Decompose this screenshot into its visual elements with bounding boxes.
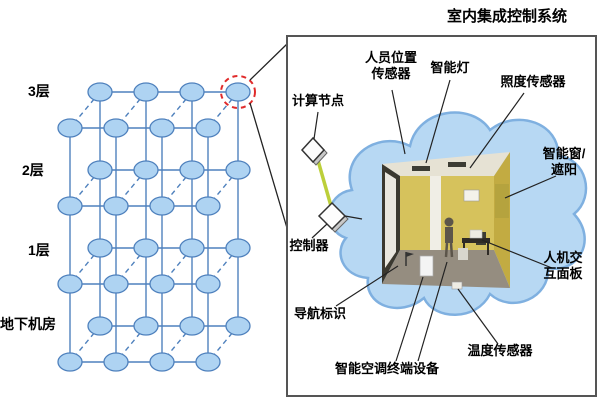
person-figure-head	[444, 217, 454, 227]
room-door	[385, 172, 396, 268]
grid-node	[57, 274, 83, 294]
grid-node	[149, 196, 175, 216]
person-figure-leg	[444, 242, 449, 258]
zoom-wedge-top	[249, 43, 288, 81]
light-sensor-device	[463, 189, 480, 202]
ac-terminal-device	[419, 255, 434, 277]
label-ac-terminal: 智能空调终端设备	[334, 361, 439, 376]
pointer-light-sensor	[469, 92, 525, 169]
pointer-person-sensor	[391, 89, 406, 155]
pointer-nav-sign	[335, 265, 399, 307]
label-smart-window-shade: 智能窗/ 遮阳	[542, 146, 586, 178]
person-figure-body	[445, 227, 453, 243]
grid-node	[179, 316, 205, 336]
grid-node	[225, 316, 251, 336]
pointer-compute-node	[313, 111, 319, 140]
grid-node	[57, 196, 83, 216]
grid-node	[57, 352, 83, 372]
pointer-smart-light	[425, 79, 451, 164]
smart-window-blinds	[495, 184, 509, 218]
controller-icon-face	[317, 201, 347, 231]
pointer-ac-terminal	[395, 276, 424, 362]
compute-node-icon	[300, 136, 328, 166]
grid-node	[133, 238, 159, 258]
pointer-hmi-panel	[481, 239, 553, 269]
selected-node-highlight	[220, 75, 256, 109]
compute-node-icon-face	[300, 136, 326, 164]
pointer-temp-sensor	[457, 288, 499, 345]
grid-node	[195, 274, 221, 294]
nav-sign-flag	[406, 252, 414, 257]
grid-node	[133, 316, 159, 336]
label-hmi-panel: 人机交 互面板	[543, 250, 583, 282]
desk-device	[469, 229, 483, 239]
person-figure-leg	[449, 242, 454, 258]
grid-node	[87, 82, 113, 102]
desk	[462, 238, 490, 243]
controller-icon	[317, 201, 349, 233]
grid-node	[195, 352, 221, 372]
room-floor	[382, 250, 510, 288]
grid-node	[149, 352, 175, 372]
grid-node	[103, 118, 129, 138]
grid-node	[179, 238, 205, 258]
building-node-lattice	[57, 82, 251, 372]
grid-node	[195, 196, 221, 216]
label-nav-sign: 导航标识	[293, 306, 346, 321]
grid-node	[57, 118, 83, 138]
grid-node	[133, 160, 159, 180]
grid-node	[179, 160, 205, 180]
grid-node	[103, 274, 129, 294]
chair	[458, 248, 468, 260]
grid-node	[87, 316, 113, 336]
grid-node	[103, 352, 129, 372]
grid-node	[149, 118, 175, 138]
label-smart-light: 智能灯	[430, 60, 470, 75]
label-temp-sensor: 温度传感器	[467, 343, 533, 358]
grid-node	[103, 196, 129, 216]
label-compute-node: 计算节点	[291, 93, 344, 108]
grid-node	[87, 238, 113, 258]
grid-node	[225, 238, 251, 258]
floor-label-1: 1层	[28, 242, 50, 258]
controller-cloud-link	[344, 215, 363, 220]
grid-node	[225, 82, 251, 102]
page-title: 室内集成控制系统	[446, 8, 567, 25]
grid-node	[179, 82, 205, 102]
zoom-wedge-bottom	[249, 102, 288, 229]
pointer-smart-window	[504, 175, 557, 199]
room-illustration	[382, 152, 510, 290]
pointer-controller	[311, 223, 328, 239]
floor-label-3: 3层	[28, 83, 50, 99]
grid-node	[87, 160, 113, 180]
pointer-ac-terminal	[417, 261, 448, 362]
smart-light-fixture-left	[412, 166, 430, 171]
label-controller: 控制器	[289, 238, 329, 253]
grid-node	[133, 82, 159, 102]
grid-node	[195, 118, 221, 138]
floor-label-basement: 地下机房	[0, 316, 56, 332]
grid-node	[225, 160, 251, 180]
label-illuminance-sensor: 照度传感器	[500, 74, 566, 89]
smart-light-fixture-right	[448, 162, 466, 167]
room-pillar	[430, 176, 441, 250]
compute-controller-link	[315, 156, 333, 207]
grid-node	[149, 274, 175, 294]
label-person-position-sensor: 人员位置 传感器	[364, 50, 417, 82]
floor-label-2: 2层	[22, 162, 44, 178]
temp-sensor-device	[451, 281, 463, 290]
